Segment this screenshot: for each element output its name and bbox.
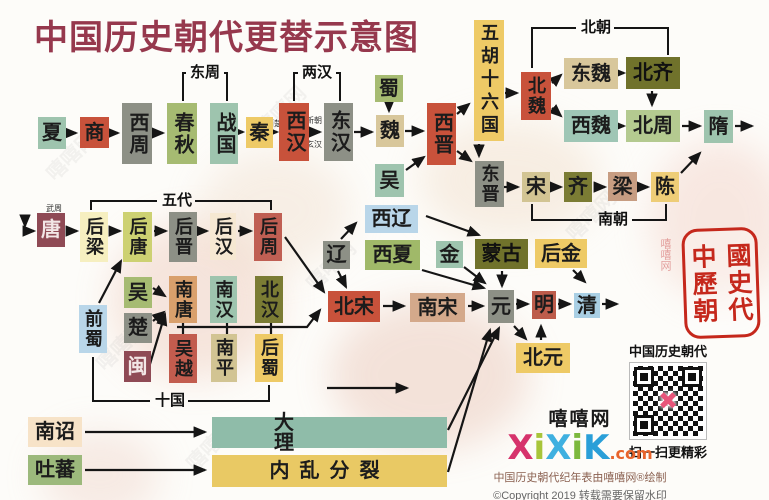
node-chunqiu: 春秋 (167, 103, 197, 164)
qr-finder-icon (634, 367, 654, 387)
node-nansong: 南宋 (410, 293, 465, 322)
node-yuan: 元 (488, 290, 514, 323)
node-dongwei: 东魏 (564, 58, 618, 89)
node-wuyue: 吴越 (169, 334, 197, 383)
node-houshu: 后蜀 (255, 334, 283, 382)
node-liao: 辽 (323, 241, 350, 269)
annotation-wuzhou: 武周 (46, 204, 62, 213)
node-houliang: 后梁 (80, 212, 108, 262)
qr-caption: 扫一扫更精彩 (628, 445, 707, 460)
node-zhanguo: 战国 (210, 103, 238, 164)
node-neiluan-fenlie: 内乱分裂 (212, 455, 447, 487)
node-xia: 夏 (38, 117, 66, 149)
node-liang-nanchao: 梁 (608, 172, 637, 201)
seal-stamp: 中歷朝 國史代 (681, 226, 761, 340)
node-dali: 大理 (212, 413, 447, 453)
node-ming: 明 (532, 291, 556, 319)
node-houzhou: 后周 (254, 213, 282, 261)
credit-line-2: ©Copyright 2019 转载需要保留水印 (493, 490, 667, 500)
node-xijin: 西晋 (427, 103, 456, 165)
node-chu: 楚 (124, 313, 152, 343)
bracket-wudai: 五代 (161, 192, 192, 209)
node-nanzhao: 南诏 (28, 417, 82, 447)
node-qing: 清 (574, 293, 600, 318)
site-name: 嘻嘻网 (548, 409, 612, 430)
node-chen-nanchao: 陈 (651, 172, 679, 202)
footer-credits: 嘻嘻网 XiXiK.com 中国历史朝代纪年表由嘻嘻网®绘制 ©Copyrigh… (455, 404, 705, 500)
qr-finder-icon (634, 415, 654, 435)
logo-letter: X (545, 428, 572, 468)
node-nanping: 南平 (211, 334, 237, 382)
annotation-xinchao: 新朝 (306, 116, 322, 125)
node-min: 闽 (124, 351, 151, 382)
logo-letter: K (583, 428, 610, 468)
logo-suffix: .com (609, 444, 653, 463)
bracket-nanchao: 南朝 (597, 211, 628, 228)
node-wu-shiguo: 吴 (124, 277, 152, 308)
logo-letter: i (571, 428, 584, 468)
node-xiwei: 西魏 (564, 110, 618, 142)
qr-title: 中国历史朝代 (628, 344, 707, 359)
seal-left-column: 中歷朝 (687, 242, 720, 325)
bracket-shiguo: 十国 (154, 392, 185, 409)
bracket-lianghan: 两汉 (301, 64, 332, 81)
node-beisong: 北宋 (328, 291, 380, 322)
node-xihan: 西汉 (279, 103, 309, 161)
node-tang: 唐 (37, 213, 65, 247)
qr-center-x-icon: ✖ (657, 387, 679, 415)
node-houtang: 后唐 (123, 212, 152, 262)
credit-line-1: 中国历史朝代纪年表由嘻嘻网®绘制 (493, 472, 667, 484)
node-wuhu-shiliuguo: 五胡十六国 (474, 20, 504, 141)
node-xixia: 西夏 (365, 240, 420, 270)
page-title: 中国历史朝代更替示意图 (34, 18, 419, 58)
node-wu: 吴 (375, 164, 404, 197)
logo-letter: X (507, 428, 534, 468)
node-beizhou: 北周 (626, 110, 680, 142)
node-beiqi: 北齐 (626, 57, 680, 89)
bracket-beichao: 北朝 (580, 19, 611, 36)
node-shang: 商 (80, 117, 109, 148)
node-beihan: 北汉 (255, 276, 283, 323)
node-nantang: 南唐 (169, 276, 197, 323)
node-jin: 金 (436, 241, 463, 268)
node-xiliao: 西辽 (365, 205, 418, 233)
logo-letter: i (533, 428, 546, 468)
node-xizhou: 西周 (122, 103, 152, 164)
node-qi-nanchao: 齐 (564, 172, 592, 202)
node-dongjin: 东晋 (475, 161, 504, 207)
bracket-dongzhou: 东周 (189, 64, 220, 81)
node-wei: 魏 (376, 115, 404, 147)
seal-right-column: 國史代 (722, 241, 755, 324)
node-tubo: 吐蕃 (28, 455, 82, 485)
node-qin: 秦 (246, 117, 273, 148)
qr-code: ✖ (629, 362, 707, 440)
node-menggu: 蒙古 (475, 239, 528, 269)
xixik-logo: XiXiK.com (455, 431, 705, 465)
node-houhan: 后汉 (210, 213, 236, 260)
annotation-xichu: 西楚 (266, 119, 282, 128)
node-song-nanchao: 宋 (522, 172, 550, 202)
node-sui: 隋 (704, 110, 733, 143)
annotation-xuanhan: 玄汉 (306, 140, 322, 149)
node-beiwei: 北魏 (521, 72, 551, 120)
node-qianshu: 前蜀 (79, 305, 107, 353)
node-houjin-manchu: 后金 (535, 239, 587, 268)
node-shu: 蜀 (375, 75, 403, 102)
node-beiyuan: 北元 (516, 343, 570, 373)
node-donghan: 东汉 (324, 103, 353, 161)
qr-finder-icon (682, 367, 702, 387)
node-nanhan: 南汉 (210, 276, 237, 323)
qr-block: 中国历史朝代 ✖ 扫一扫更精彩 (622, 341, 714, 461)
node-houjin-shatuo: 后晋 (169, 212, 197, 262)
